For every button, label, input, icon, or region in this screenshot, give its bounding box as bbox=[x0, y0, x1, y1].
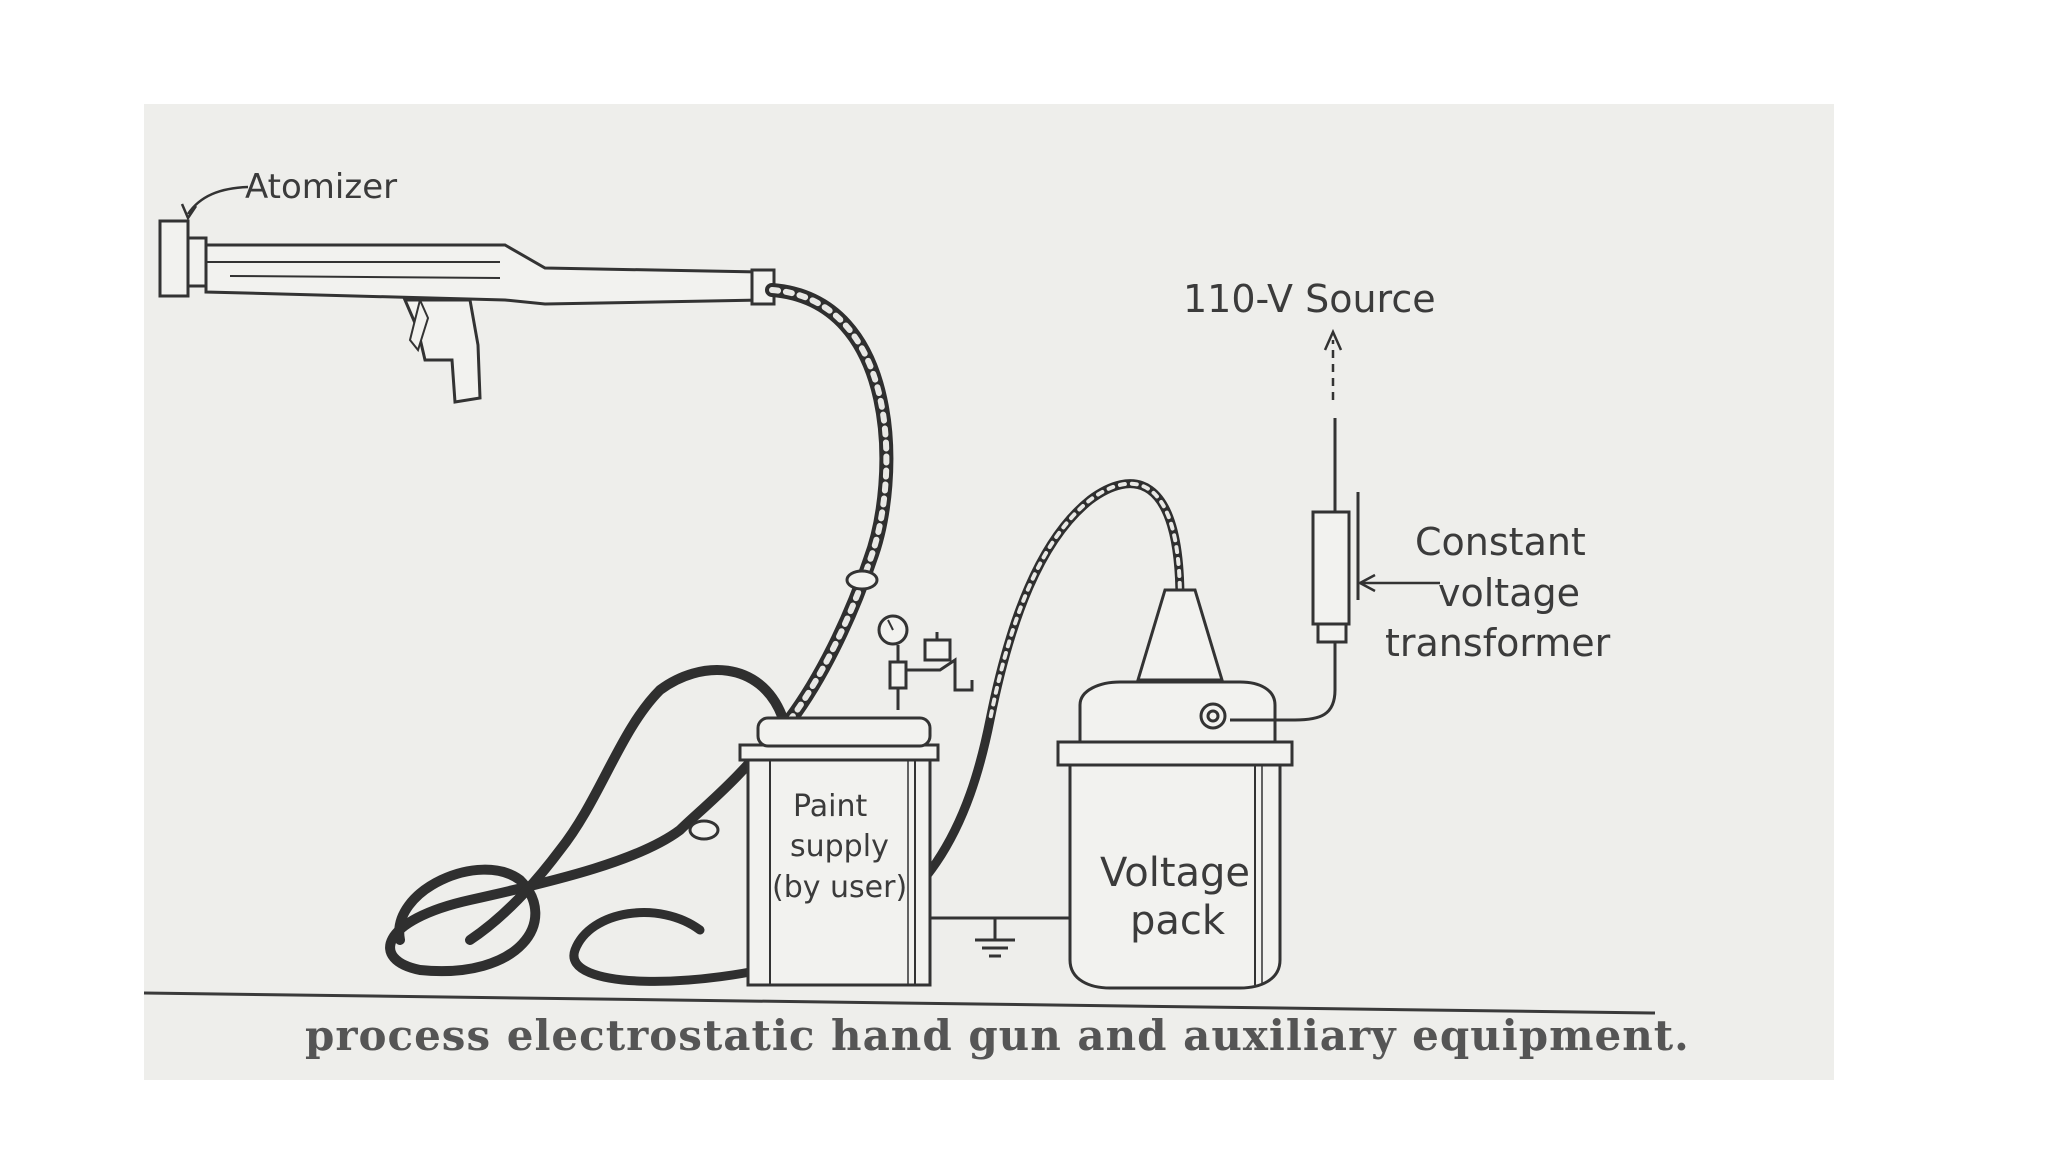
transformer-label-line3: transformer bbox=[1385, 621, 1611, 665]
paint-supply-label-line3: (by user) bbox=[772, 870, 907, 905]
voltage-pack-label-line1: Voltage bbox=[1100, 850, 1250, 896]
paint-supply-label-line2: supply bbox=[790, 829, 889, 864]
paint-supply-tank bbox=[738, 716, 940, 987]
floor-line bbox=[143, 991, 1656, 1015]
figure-caption: process electrostatic hand gun and auxil… bbox=[305, 1011, 1690, 1060]
constant-voltage-transformer bbox=[1230, 418, 1360, 722]
voltage-pack bbox=[1056, 588, 1294, 990]
voltage-pack-label-line2: pack bbox=[1130, 898, 1226, 944]
paint-supply-label-line1: Paint bbox=[793, 789, 867, 824]
atomizer-label: Atomizer bbox=[245, 167, 397, 207]
spray-gun bbox=[158, 219, 776, 404]
transformer-label-line1: Constant bbox=[1415, 520, 1586, 564]
atomizer-pointer bbox=[186, 185, 249, 215]
ground-symbol bbox=[930, 916, 1070, 958]
hoses bbox=[385, 283, 1185, 986]
transformer-label-line2: voltage bbox=[1438, 571, 1580, 615]
source-label: 110-V Source bbox=[1183, 277, 1436, 321]
pressure-gauge-regulator bbox=[877, 614, 974, 710]
